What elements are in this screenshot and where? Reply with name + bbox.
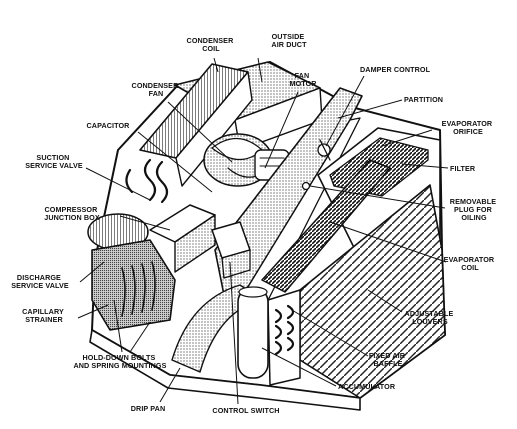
labels: CONDENSER COIL OUTSIDE AIR DUCT FAN MOTO… — [11, 32, 498, 415]
leader-condenser-coil — [213, 57, 219, 73]
fixed-air-baffle — [267, 289, 301, 386]
label-capacitor: CAPACITOR — [87, 121, 131, 130]
leader-outside-air-duct — [257, 57, 263, 83]
leader-lines — [77, 57, 449, 405]
label-outside-air-duct: OUTSIDE AIR DUCT — [271, 32, 307, 49]
leader-hold-down-2 — [129, 321, 151, 353]
label-condenser-coil: CONDENSER COIL — [187, 36, 236, 53]
label-drip-pan: DRIP PAN — [131, 404, 165, 413]
drip-pan — [89, 329, 361, 411]
label-adjustable-louvers: ADJUSTABLE LOUVERS — [405, 309, 456, 326]
damper-knob — [317, 139, 331, 161]
label-removable-plug: REMOVABLE PLUG FOR OILING — [450, 197, 498, 222]
label-hold-down-bolts: HOLD-DOWN BOLTS AND SPRING MOUNTINGS — [73, 353, 166, 370]
leader-fixed-air-baffle — [291, 309, 369, 357]
leader-damper-control — [325, 75, 365, 147]
label-discharge-service-valve: DISCHARGE SERVICE VALVE — [11, 273, 69, 290]
label-accumulator: ACCUMULATOR — [338, 382, 396, 391]
leader-hold-down-1 — [113, 299, 123, 353]
leader-accumulator — [261, 347, 337, 387]
leader-capacitor — [137, 131, 213, 193]
label-suction-service-valve: SUCTION SERVICE VALVE — [25, 153, 83, 170]
leader-partition — [337, 99, 403, 119]
leader-evaporator-coil — [329, 221, 447, 263]
leader-filter — [401, 163, 449, 169]
leader-evaporator-orifice — [381, 129, 433, 147]
label-condenser-fan: CONDENSER FAN — [132, 81, 181, 98]
label-evaporator-orifice: EVAPORATOR ORIFICE — [442, 119, 495, 136]
baffle-coil-tubes — [274, 304, 295, 356]
compressor — [87, 213, 176, 331]
leader-suction-valve — [85, 167, 151, 201]
evaporator-coil — [261, 159, 391, 293]
leader-junction-box — [119, 215, 171, 231]
leader-condenser-fan — [167, 101, 233, 163]
unit-illustration — [87, 61, 446, 411]
leader-fan-motor — [264, 91, 299, 169]
label-damper-control: DAMPER CONTROL — [360, 65, 431, 74]
label-fan-motor: FAN MOTOR — [289, 71, 317, 88]
leader-removable-plug — [309, 185, 446, 209]
leader-discharge-valve — [79, 261, 105, 283]
label-compressor-junction-box: COMPRESSOR JUNCTION BOX — [44, 205, 100, 222]
label-filter: FILTER — [450, 164, 476, 173]
leader-adjustable-louvers — [367, 289, 403, 313]
label-control-switch: CONTROL SWITCH — [212, 406, 279, 415]
leader-control-switch — [229, 261, 239, 405]
label-fixed-air-baffle: FIXED AIR BAFFLE — [369, 351, 407, 368]
label-partition: PARTITION — [404, 95, 443, 104]
label-capillary-strainer: CAPILLARY STRAINER — [22, 307, 66, 324]
accumulator — [237, 286, 269, 379]
removable-plug — [301, 181, 311, 191]
leader-drip-pan — [159, 367, 181, 403]
leader-capillary-strainer — [77, 304, 109, 319]
label-evaporator-coil: EVAPORATOR COIL — [444, 255, 497, 272]
